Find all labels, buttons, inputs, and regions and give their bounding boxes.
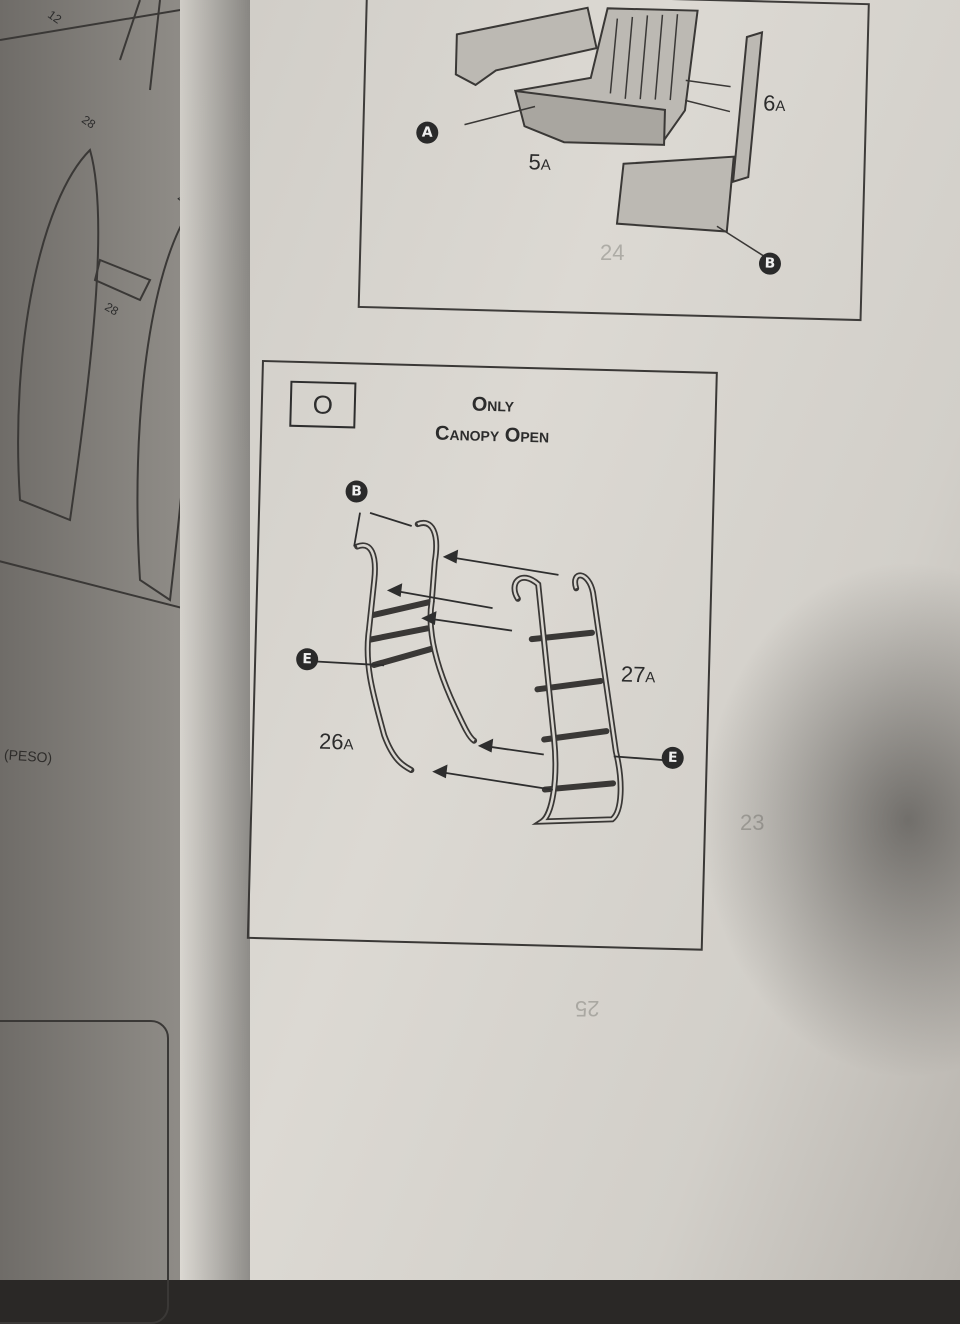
part-label-5a: 5A bbox=[528, 149, 551, 175]
hand-shadow bbox=[700, 560, 960, 1080]
part-label-26a: 26A bbox=[318, 728, 354, 755]
left-page-panel-frame bbox=[0, 1020, 169, 1324]
seat-drawing bbox=[454, 6, 767, 259]
ghost-part-number: 25 bbox=[575, 996, 600, 1021]
peso-label: (PESO) bbox=[3, 746, 53, 766]
book-spine-shadow bbox=[180, 0, 250, 1280]
step-o-panel: O Only Canopy Open B E bbox=[246, 360, 718, 951]
part-label-27a: 27A bbox=[620, 661, 656, 688]
part-label-6a: 6A bbox=[762, 90, 786, 116]
ghost-part-number: 24 bbox=[600, 240, 625, 265]
ladder-drawing bbox=[316, 512, 674, 825]
seat-assembly-panel: A B 5A 6A bbox=[357, 0, 870, 322]
